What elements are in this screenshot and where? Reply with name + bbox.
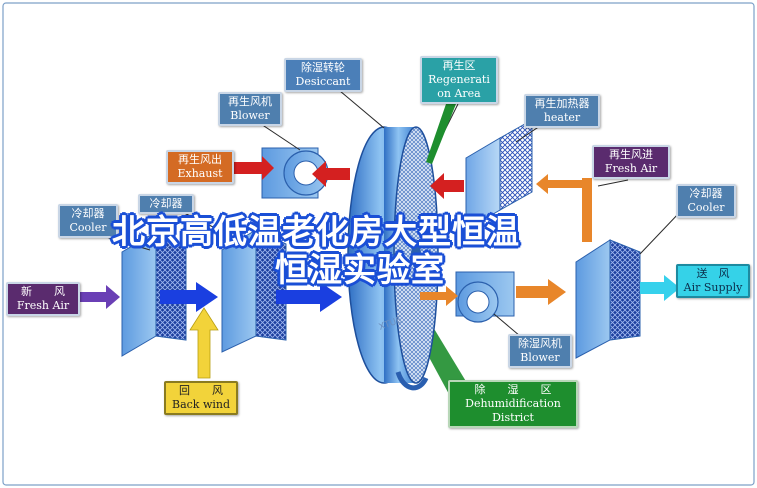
title-line-1: 北京高低温老化房大型恒温 — [112, 212, 520, 251]
regen-heater — [465, 119, 533, 231]
desiccant-wheel — [347, 126, 439, 391]
title-line-2: 恒湿实验室 — [275, 250, 445, 289]
arrow-heater-to-wheel — [430, 173, 464, 199]
label-cooler-right: 冷却器 Cooler — [676, 184, 736, 218]
arrow-to-wheel — [276, 282, 342, 312]
arrow-back-wind — [189, 307, 219, 379]
label-regen-heater: 再生加热器 heater — [524, 94, 600, 128]
label-dehum-blower: 除湿风机 Blower — [508, 334, 572, 368]
arrow-blower-to-cooler — [516, 279, 566, 305]
label-cooler-mid: 冷却器 — [138, 194, 194, 214]
arrow-cooler-to-cooler — [160, 282, 218, 312]
regen-area-leader — [426, 104, 456, 164]
label-dehum-district: 除 湿 区 Dehumidification District — [448, 380, 578, 428]
arrow-supply — [640, 275, 680, 301]
arrow-wheel-to-blower2 — [420, 286, 458, 306]
dehum-blower — [455, 271, 515, 323]
cooler-right-unit — [575, 239, 641, 359]
label-exhaust: 再生风出 Exhaust — [166, 150, 234, 184]
label-fresh-air-in: 再生风进 Fresh Air — [592, 145, 670, 179]
label-cooler-left: 冷却器 Cooler — [58, 204, 118, 238]
label-desiccant: 除湿转轮 Desiccant — [284, 58, 362, 92]
label-back-wind: 回 风 Back wind — [164, 381, 238, 415]
arrow-fresh-in — [536, 174, 592, 242]
cooler-mid-unit — [221, 229, 287, 353]
arrow-exhaust — [234, 156, 274, 180]
label-fresh-air: 新 风 Fresh Air — [6, 282, 80, 316]
label-regen-blower: 再生风机 Blower — [218, 92, 282, 126]
arrow-wheel-to-blower — [312, 161, 350, 187]
cooler-left-unit — [121, 231, 187, 357]
regen-blower — [261, 147, 329, 199]
arrow-fresh-air — [80, 285, 120, 309]
label-regen-area: 再生区 Regenerati on Area — [420, 56, 498, 104]
label-air-supply: 送 风 Air Supply — [676, 264, 750, 298]
